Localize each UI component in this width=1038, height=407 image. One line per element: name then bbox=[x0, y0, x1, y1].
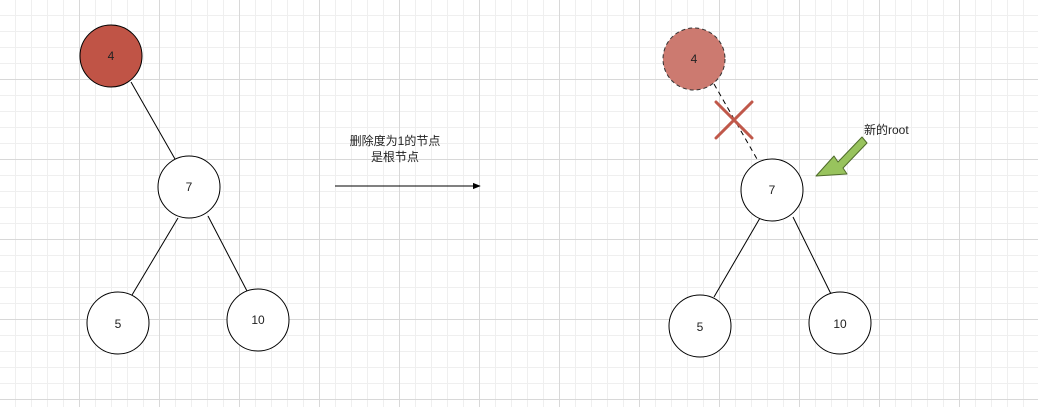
before-node-7-circle bbox=[157, 155, 221, 219]
before-tree: 4 7 5 10 bbox=[79, 24, 290, 355]
before-node-4-label: 4 bbox=[108, 49, 115, 63]
cross-icon bbox=[714, 100, 754, 140]
after-node-7-new-root: 7 bbox=[740, 158, 804, 222]
after-edge-7-10 bbox=[792, 216, 832, 295]
after-node-5: 5 bbox=[668, 294, 732, 358]
before-node-10-label: 10 bbox=[251, 313, 265, 327]
after-node-4-label: 4 bbox=[691, 52, 698, 66]
after-edge-4-7-removed bbox=[713, 83, 758, 160]
before-edge-4-7 bbox=[130, 81, 176, 160]
before-edge-7-5 bbox=[131, 217, 179, 296]
before-edge-7-10 bbox=[207, 215, 248, 292]
after-node-7-label: 7 bbox=[769, 183, 776, 197]
after-tree: 4 7 5 10 新的root bbox=[662, 27, 909, 358]
after-node-10: 10 bbox=[808, 291, 872, 355]
after-node-10-circle bbox=[808, 291, 872, 355]
after-node-10-label: 10 bbox=[833, 317, 847, 331]
after-node-7-circle bbox=[740, 158, 804, 222]
before-node-5: 5 bbox=[86, 291, 150, 355]
new-root-pointer-icon bbox=[815, 136, 868, 177]
caption-line-2: 是根节点 bbox=[371, 150, 419, 164]
after-node-4-removed: 4 bbox=[662, 27, 726, 91]
after-node-4-circle bbox=[662, 27, 726, 91]
after-edge-7-5 bbox=[713, 217, 761, 298]
transition: 删除度为1的节点 是根节点 bbox=[335, 133, 481, 190]
after-node-5-label: 5 bbox=[697, 320, 704, 334]
caption-line-1: 删除度为1的节点 bbox=[350, 133, 441, 148]
before-node-4-circle bbox=[79, 24, 143, 88]
before-node-7-label: 7 bbox=[186, 180, 193, 194]
before-node-5-label: 5 bbox=[115, 317, 122, 331]
before-node-5-circle bbox=[86, 291, 150, 355]
before-node-10-circle bbox=[226, 288, 290, 352]
before-node-10: 10 bbox=[226, 288, 290, 352]
new-root-label: 新的root bbox=[864, 122, 909, 137]
before-node-4: 4 bbox=[79, 24, 143, 88]
before-node-7: 7 bbox=[157, 155, 221, 219]
after-node-5-circle bbox=[668, 294, 732, 358]
